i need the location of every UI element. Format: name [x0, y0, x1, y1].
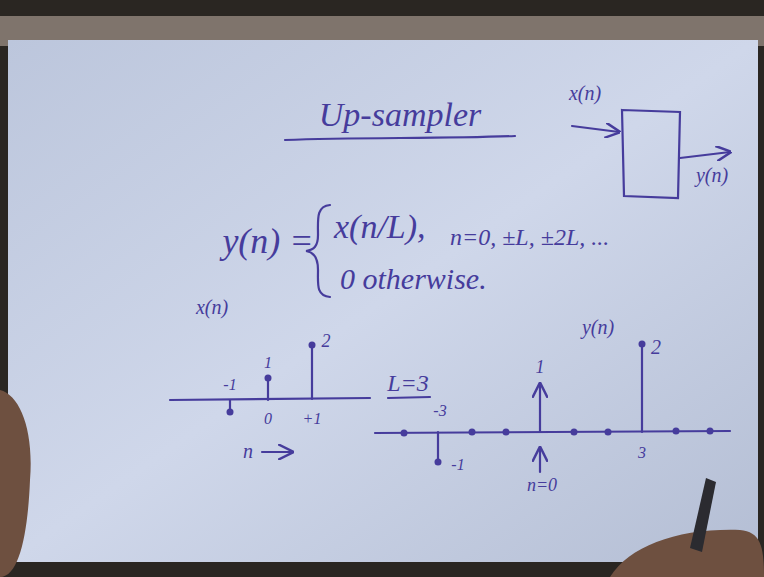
axis-tick-label: -3	[433, 402, 446, 420]
sample-dot	[503, 429, 510, 436]
upsampler-block	[622, 110, 680, 198]
pointer-arrow	[539, 448, 541, 472]
stem	[641, 345, 643, 432]
sample-value: 1	[264, 354, 272, 372]
text-slot: x(n/L),	[334, 208, 426, 245]
sample-dot	[571, 429, 578, 436]
text-slot: y(n)	[582, 316, 614, 338]
hand	[610, 530, 764, 577]
equation-lhs: y(n) =	[222, 222, 313, 262]
stem	[539, 384, 541, 432]
stem	[437, 432, 439, 460]
factor-label: L=3	[387, 370, 429, 396]
signal-label: x(n)	[569, 82, 601, 104]
text-slot: y(n) =	[222, 222, 313, 262]
text-slot: 1	[264, 354, 272, 372]
text-slot: L=3	[387, 370, 429, 396]
equation-term: 0 otherwise.	[340, 262, 487, 295]
text-slot: x(n)	[569, 82, 601, 104]
text-slot: 2	[322, 332, 331, 352]
sample-dot	[265, 375, 272, 382]
plot-title: x(n)	[196, 296, 228, 318]
sample-value: -1	[451, 456, 464, 474]
pen	[690, 478, 716, 552]
title: Up-sampler	[319, 96, 481, 133]
text-slot: 1	[536, 358, 545, 378]
text-slot: -1	[451, 456, 464, 474]
sample-dot	[435, 459, 442, 466]
text-slot: Up-sampler	[319, 96, 481, 133]
paper-sheet	[8, 40, 758, 562]
text-slot: -3	[433, 402, 446, 420]
text-slot: 0	[264, 410, 272, 428]
equation-condition: n=0, ±L, ±2L, ...	[450, 224, 609, 250]
sample-value: 2	[322, 332, 331, 352]
axis-name: n	[243, 440, 253, 462]
sample-dot	[309, 342, 316, 349]
text-slot: 0 otherwise.	[340, 262, 487, 295]
axis-tick-label: -1	[223, 376, 236, 394]
axis	[170, 398, 370, 400]
text-slot: x(n)	[196, 296, 228, 318]
plot-title: y(n)	[582, 316, 614, 338]
sample-dot	[227, 409, 234, 416]
axis-tick-label: 0	[264, 410, 272, 428]
equation-term: x(n/L),	[334, 208, 426, 245]
text-slot: 2	[651, 336, 661, 358]
sample-dot	[639, 341, 646, 348]
text-slot: +1	[303, 410, 322, 428]
sample-dot	[673, 428, 680, 435]
sample-dot	[605, 429, 612, 436]
sample-dot	[707, 428, 714, 435]
text-slot: y(n)	[696, 164, 728, 186]
signal-label: y(n)	[696, 164, 728, 186]
axis-tick-label: +1	[303, 410, 322, 428]
text-slot: n=0, ±L, ±2L, ...	[450, 224, 609, 250]
sample-dot	[401, 430, 408, 437]
text-slot: -1	[223, 376, 236, 394]
stem	[267, 380, 269, 400]
axis-tick-label: 3	[638, 444, 646, 462]
sample-dot	[469, 429, 476, 436]
axis-marker: n=0	[527, 476, 557, 496]
underline	[388, 397, 430, 398]
sample-value: 2	[651, 336, 661, 358]
text-slot: n=0	[527, 476, 557, 496]
n-arrow	[262, 451, 292, 453]
text-slot: n	[243, 440, 253, 462]
input-arrow	[572, 126, 619, 132]
text-slot: 3	[638, 444, 646, 462]
sample-value: 1	[536, 358, 545, 378]
output-arrow	[680, 152, 730, 158]
stem	[311, 347, 313, 399]
hand	[0, 390, 31, 577]
title-underline	[285, 136, 515, 140]
